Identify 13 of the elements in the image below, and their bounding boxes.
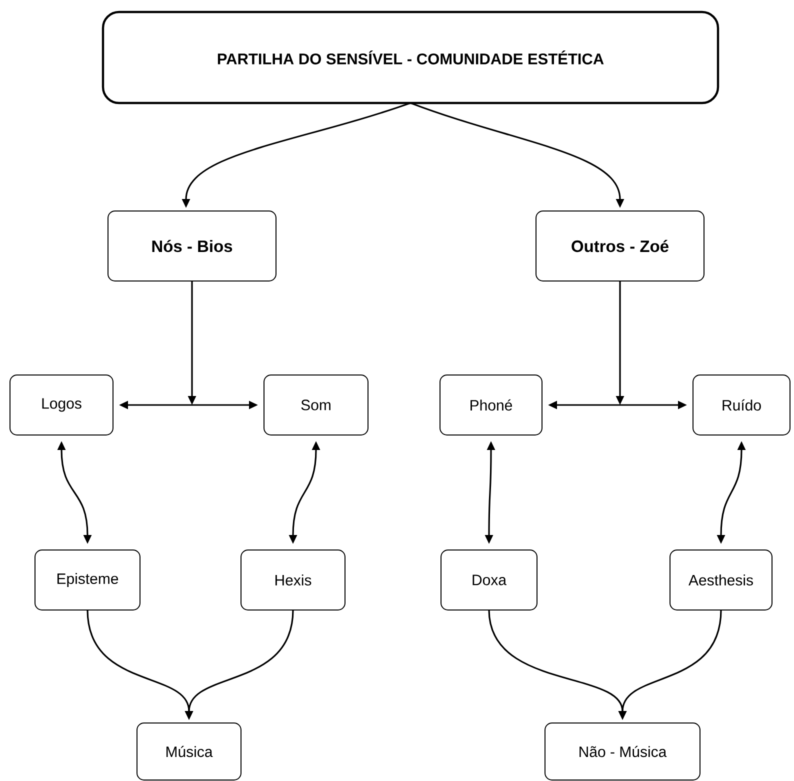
concept-box: Aesthesis: [670, 550, 772, 610]
concept-box: Ruído: [692, 374, 791, 436]
title-box: PARTILHA DO SENSÍVEL - COMUNIDADE ESTÉTICA: [102, 10, 720, 104]
concept-box: Outros - Zoé: [536, 210, 704, 282]
concept-box: Nós - Bios: [108, 210, 276, 282]
concept-box: Não - Música: [544, 722, 700, 780]
concept-box: Som: [264, 374, 368, 436]
concept-box: Música: [136, 722, 242, 780]
concept-box: Logos: [10, 374, 114, 436]
concept-box: Phoné: [440, 374, 542, 436]
concept-box: Episteme: [34, 550, 140, 610]
concept-box: Hexis: [240, 550, 346, 610]
concept-box: Doxa: [440, 550, 538, 610]
